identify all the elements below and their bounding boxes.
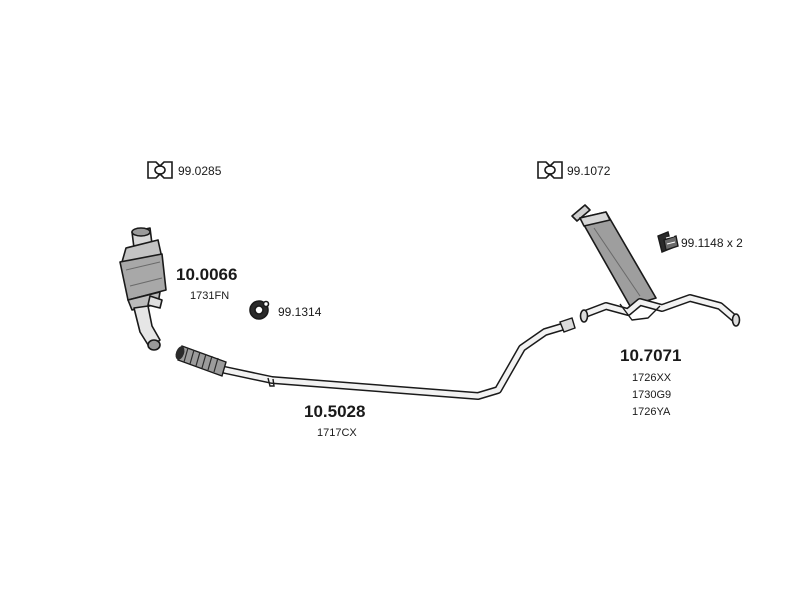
rear-silencer-ref-1: 1726XX — [632, 372, 672, 384]
gasket-rear[interactable]: 99.1072 — [537, 161, 611, 179]
rear-silencer-ref-3: 1726YA — [632, 406, 671, 418]
gasket-front[interactable]: 99.0285 — [147, 161, 222, 179]
catalytic-converter[interactable]: 10.0066 1731FN — [119, 227, 237, 351]
catalytic-converter-ref: 1731FN — [190, 290, 229, 302]
catalytic-converter-drawing — [119, 227, 167, 351]
rubber-mount[interactable]: 99.1314 — [249, 300, 322, 320]
rear-silencer-drawing — [571, 204, 741, 327]
rubber-mount-code: 99.1314 — [278, 305, 322, 319]
gasket-icon — [537, 161, 563, 179]
front-pipe-drawing — [175, 317, 576, 400]
front-pipe-code: 10.5028 — [304, 402, 365, 421]
front-pipe[interactable]: 10.5028 1717CX — [174, 317, 576, 439]
front-pipe-ref: 1717CX — [317, 427, 357, 439]
clamp-rear-code: 99.1148 x 2 — [681, 236, 743, 250]
gasket-rear-code: 99.1072 — [567, 164, 611, 178]
rubber-mount-icon — [249, 300, 270, 320]
gasket-front-code: 99.0285 — [178, 164, 222, 178]
rear-silencer-code: 10.7071 — [620, 346, 681, 365]
gasket-icon — [147, 161, 173, 179]
clamp-rear[interactable]: 99.1148 x 2 — [657, 231, 743, 253]
rear-silencer-ref-2: 1730G9 — [632, 389, 671, 401]
rear-silencer[interactable]: 10.7071 1726XX 1730G9 1726YA — [571, 204, 741, 418]
clamp-icon — [657, 231, 679, 253]
catalytic-converter-code: 10.0066 — [176, 265, 237, 284]
